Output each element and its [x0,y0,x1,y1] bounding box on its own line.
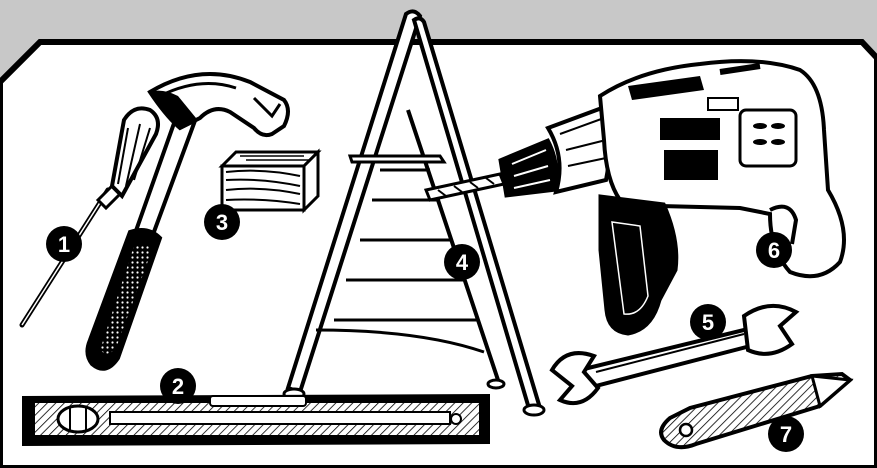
badge-stepladder-label: 4 [456,250,469,275]
utility-knife-icon [659,371,854,450]
badge-spirit-level-label: 2 [172,374,184,399]
badge-screwdriver-label: 1 [58,232,70,257]
badge-screwdriver: 1 [46,226,82,262]
badge-wood-block-label: 3 [216,210,228,235]
badge-wrench: 5 [690,304,726,340]
badge-utility-knife: 7 [768,416,804,452]
hammer-icon [85,72,290,371]
badge-spirit-level: 2 [160,368,196,404]
badge-wrench-label: 5 [702,310,714,335]
badge-drill-label: 6 [768,238,780,263]
badge-wood-block: 3 [204,204,240,240]
spirit-level-icon [22,394,490,446]
badge-stepladder: 4 [444,244,480,280]
drill-icon [423,59,846,336]
badge-drill: 6 [756,232,792,268]
badge-utility-knife-label: 7 [780,422,792,447]
wood-block-icon [218,148,322,214]
wrench-icon [549,304,800,405]
